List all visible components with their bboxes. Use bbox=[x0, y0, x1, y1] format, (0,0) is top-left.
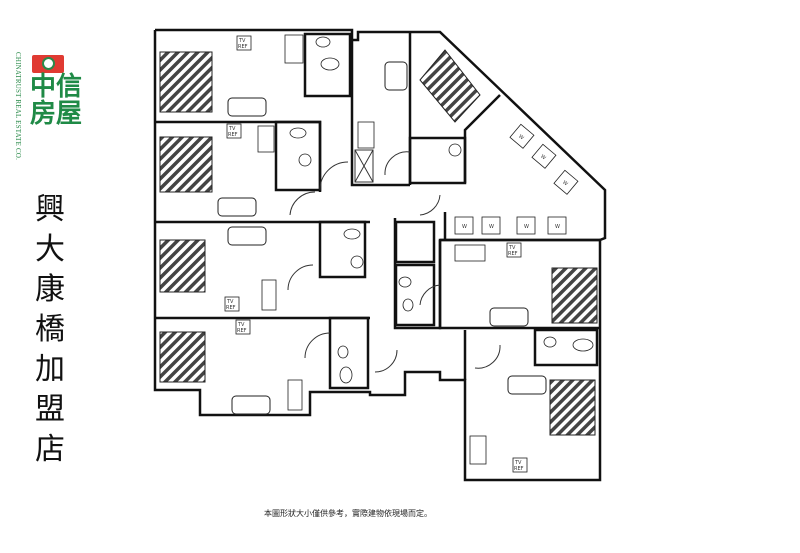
svg-text:TV: TV bbox=[226, 299, 234, 305]
bed-icon bbox=[159, 331, 206, 383]
bed-icon bbox=[549, 379, 596, 436]
beds bbox=[159, 49, 598, 436]
brand-emblem-icon bbox=[32, 55, 64, 73]
sofa-icon bbox=[489, 307, 529, 327]
svg-text:TV: TV bbox=[237, 322, 245, 328]
store-name-char: 康 bbox=[35, 272, 65, 307]
sofa-icon bbox=[217, 197, 257, 217]
fixtures bbox=[257, 34, 594, 465]
svg-text:REF: REF bbox=[226, 305, 236, 311]
svg-text:REF: REF bbox=[508, 251, 518, 257]
disclaimer-note: 本圖形狀大小僅供參考，實際建物依現場而定。 bbox=[264, 509, 432, 518]
store-name: 興 大 康 橋 加 盟 店 bbox=[30, 190, 70, 470]
sofa-icon bbox=[384, 61, 408, 91]
store-name-char: 大 bbox=[35, 232, 65, 267]
sofa-icon bbox=[227, 226, 267, 246]
svg-text:TV: TV bbox=[238, 38, 246, 44]
bed-icon bbox=[159, 136, 213, 193]
svg-text:TV: TV bbox=[228, 126, 236, 132]
washers: W W W W W W W bbox=[454, 123, 579, 235]
svg-text:REF: REF bbox=[514, 466, 524, 472]
bed-icon bbox=[159, 51, 213, 113]
washer-icon: W bbox=[481, 216, 501, 235]
washer-icon: W bbox=[509, 123, 535, 149]
store-name-char: 橋 bbox=[35, 312, 65, 347]
washer-icon: W bbox=[454, 216, 474, 235]
svg-text:TV: TV bbox=[514, 460, 522, 466]
store-name-char: 興 bbox=[35, 192, 65, 227]
walls bbox=[153, 28, 607, 482]
washer-icon: W bbox=[531, 143, 557, 169]
svg-text:TV: TV bbox=[508, 245, 516, 251]
washer-icon: W bbox=[516, 216, 536, 235]
store-name-char: 加 bbox=[35, 352, 65, 387]
store-name-char: 店 bbox=[35, 432, 65, 467]
svg-text:W: W bbox=[555, 224, 560, 230]
brand-name-en: CHINATRUST REAL ESTATE CO. bbox=[14, 52, 22, 161]
bed-icon bbox=[159, 239, 206, 293]
svg-text:W: W bbox=[489, 224, 494, 230]
brand-name-zh-text: 中信房屋 bbox=[30, 72, 83, 129]
sofa-icon bbox=[231, 395, 271, 415]
svg-text:W: W bbox=[539, 154, 547, 162]
washer-icon: W bbox=[547, 216, 567, 235]
bed-icon bbox=[551, 267, 598, 324]
svg-text:REF: REF bbox=[238, 44, 248, 50]
bed-icon bbox=[419, 49, 481, 123]
svg-text:REF: REF bbox=[237, 328, 247, 334]
svg-text:W: W bbox=[561, 180, 569, 188]
svg-text:W: W bbox=[517, 134, 525, 142]
sofas bbox=[217, 61, 547, 415]
sofa-icon bbox=[227, 97, 267, 117]
brand-name-zh: 中信房屋 bbox=[30, 74, 90, 128]
doors bbox=[287, 149, 501, 373]
svg-text:W: W bbox=[524, 224, 529, 230]
svg-text:W: W bbox=[462, 224, 467, 230]
svg-text:REF: REF bbox=[228, 132, 238, 138]
sofa-icon bbox=[507, 375, 547, 395]
washer-icon: W bbox=[553, 169, 579, 195]
store-name-char: 盟 bbox=[35, 392, 65, 427]
